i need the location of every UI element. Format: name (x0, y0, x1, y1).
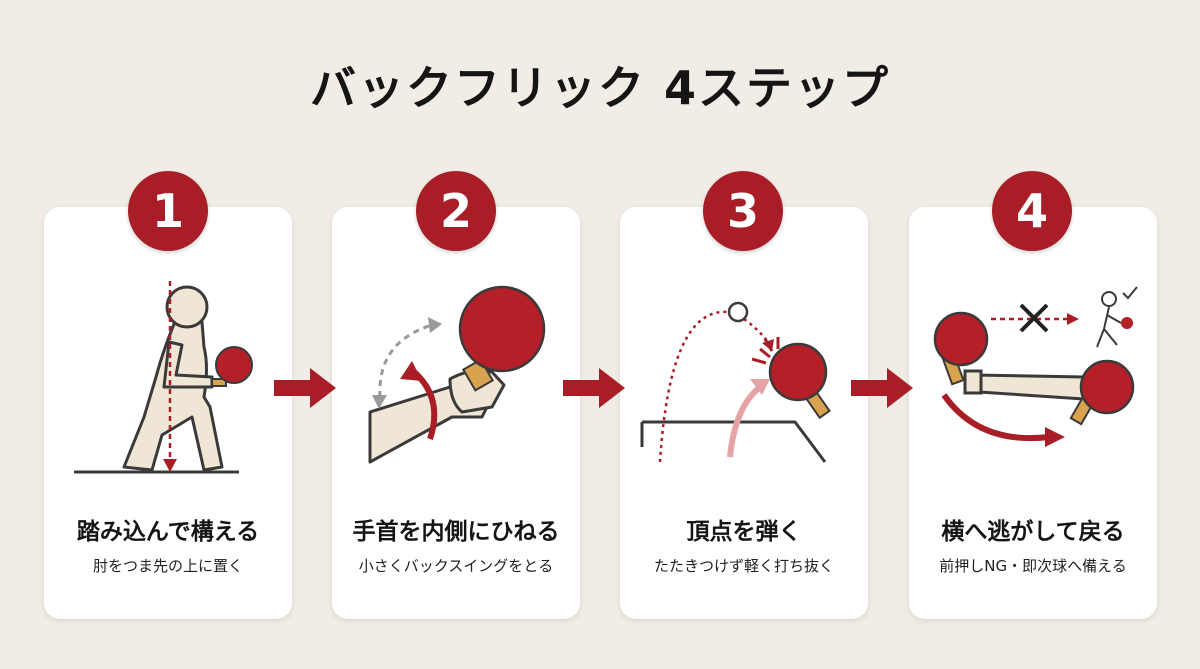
step-subtitle: たたきつけず軽く打ち抜く (653, 557, 834, 575)
wrist-twist-icon (368, 285, 546, 464)
step-title: 手首を内側にひねる (352, 519, 560, 545)
player-stance-icon (74, 281, 253, 474)
step-card-4: 横へ逃がして戻る 前押しNG・即次球へ備える (909, 207, 1157, 619)
step-number-badge: 4 (992, 171, 1072, 251)
step-subtitle: 肘をつま先の上に置く (92, 557, 243, 575)
step-title: 頂点を弾く (686, 519, 802, 545)
ball-apex-icon (640, 301, 831, 463)
page-title: バックフリック 4ステップ (309, 61, 891, 115)
next-step-arrow-icon (851, 368, 913, 408)
step-title: 横へ逃がして戻る (941, 519, 1125, 545)
step-number-badge: 3 (703, 171, 783, 251)
next-step-arrow-icon (563, 368, 625, 408)
step-card-3: 頂点を弾く たたきつけず軽く打ち抜く (620, 207, 868, 619)
step-card-2: 手首を内側にひねる 小さくバックスイングをとる (332, 207, 580, 619)
next-step-arrow-icon (274, 368, 336, 408)
step-number-badge: 1 (128, 171, 208, 251)
step-subtitle: 小さくバックスイングをとる (358, 557, 554, 575)
step-card-1: 踏み込んで構える 肘をつま先の上に置く (44, 207, 292, 619)
step-number-badge: 2 (416, 171, 496, 251)
step-subtitle: 前押しNG・即次球へ備える (939, 557, 1127, 575)
follow-through-icon (933, 286, 1138, 447)
step-title: 踏み込んで構える (76, 519, 260, 545)
